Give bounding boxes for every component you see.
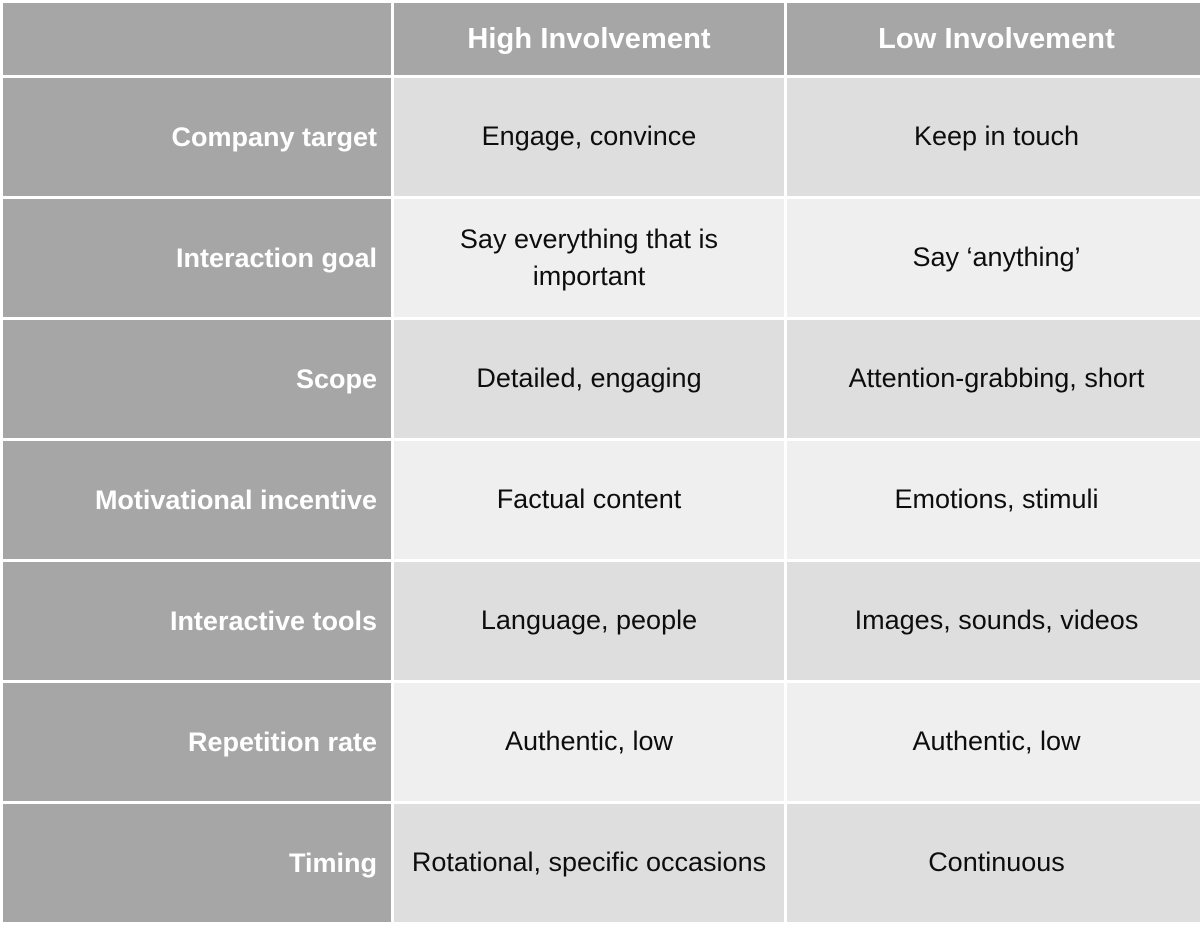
cell-timing-low: Continuous xyxy=(787,804,1200,922)
column-header-low-involvement: Low Involvement xyxy=(787,3,1200,75)
cell-timing-high: Rotational, specific occasions xyxy=(394,804,784,922)
table-row: Scope Detailed, engaging Attention-grabb… xyxy=(3,320,1200,438)
cell-company-target-high: Engage, convince xyxy=(394,78,784,196)
row-label-interaction-goal: Interaction goal xyxy=(3,199,391,317)
table-row: Motivational incentive Factual content E… xyxy=(3,441,1200,559)
row-label-scope: Scope xyxy=(3,320,391,438)
cell-motivational-incentive-high: Factual content xyxy=(394,441,784,559)
cell-company-target-low: Keep in touch xyxy=(787,78,1200,196)
cell-repetition-rate-low: Authentic, low xyxy=(787,683,1200,801)
row-label-motivational-incentive: Motivational incentive xyxy=(3,441,391,559)
table-body: Company target Engage, convince Keep in … xyxy=(3,78,1200,922)
row-label-interactive-tools: Interactive tools xyxy=(3,562,391,680)
header-row: High Involvement Low Involvement xyxy=(3,3,1200,75)
row-label-timing: Timing xyxy=(3,804,391,922)
cell-motivational-incentive-low: Emotions, stimuli xyxy=(787,441,1200,559)
cell-interaction-goal-high: Say everything that is important xyxy=(394,199,784,317)
table-row: Repetition rate Authentic, low Authentic… xyxy=(3,683,1200,801)
cell-interactive-tools-high: Language, people xyxy=(394,562,784,680)
cell-repetition-rate-high: Authentic, low xyxy=(394,683,784,801)
table-row: Timing Rotational, specific occasions Co… xyxy=(3,804,1200,922)
column-header-high-involvement: High Involvement xyxy=(394,3,784,75)
row-label-company-target: Company target xyxy=(3,78,391,196)
row-label-repetition-rate: Repetition rate xyxy=(3,683,391,801)
table-header: High Involvement Low Involvement xyxy=(3,3,1200,75)
cell-scope-high: Detailed, engaging xyxy=(394,320,784,438)
cell-interaction-goal-low: Say ‘anything’ xyxy=(787,199,1200,317)
header-corner-cell xyxy=(3,3,391,75)
cell-interactive-tools-low: Images, sounds, videos xyxy=(787,562,1200,680)
table-row: Company target Engage, convince Keep in … xyxy=(3,78,1200,196)
table-row: Interactive tools Language, people Image… xyxy=(3,562,1200,680)
cell-scope-low: Attention-grabbing, short xyxy=(787,320,1200,438)
table-row: Interaction goal Say everything that is … xyxy=(3,199,1200,317)
